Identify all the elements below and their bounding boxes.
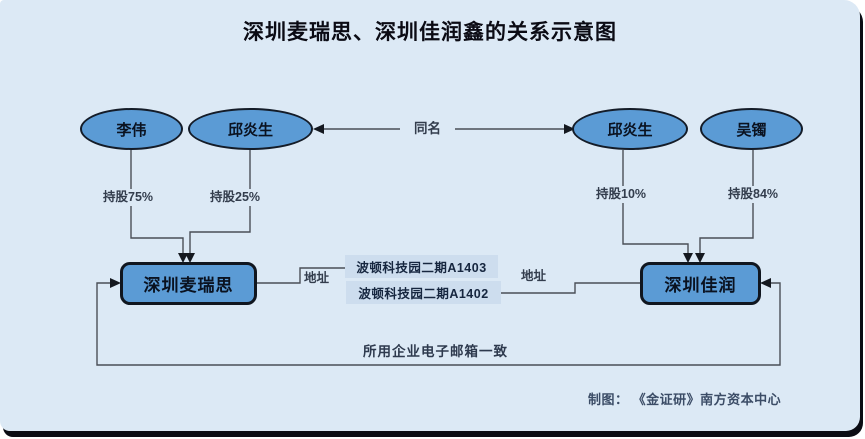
company-label: 深圳麦瑞思 (143, 276, 234, 295)
same-name-label: 同名 (400, 120, 455, 139)
diagram-card: 深圳麦瑞思、深圳佳润鑫的关系示意图 (0, 0, 860, 431)
person-label: 邱炎生 (607, 121, 653, 139)
person-label: 吴镯 (736, 121, 767, 139)
stake-label-84: 持股84% (725, 186, 782, 203)
stake-label-25: 持股25% (207, 189, 264, 206)
address-edge-label-left: 地址 (304, 271, 330, 285)
person-node-qiuyansheng-right: 邱炎生 (572, 108, 688, 150)
edge-address-right (500, 282, 640, 294)
address-label: 波顿科技园二期A1403 (356, 261, 487, 275)
stake-label-10: 持股10% (593, 186, 650, 203)
stake-label-75: 持股75% (100, 189, 157, 206)
person-node-liwei: 李伟 (80, 108, 183, 150)
address-label: 波顿科技园二期A1402 (358, 287, 489, 301)
address-node-a1403: 波顿科技园二期A1403 (345, 255, 498, 278)
shared-email-label: 所用企业电子邮箱一致 (363, 344, 508, 359)
address-node-a1402: 波顿科技园二期A1402 (346, 281, 501, 304)
person-node-wuzhuo: 吴镯 (700, 108, 803, 150)
credit-text: 制图： 《金证研》南方资本中心 (588, 392, 782, 407)
company-node-jiarun: 深圳佳润 (640, 262, 761, 305)
person-label: 李伟 (116, 121, 147, 139)
person-label: 邱炎生 (227, 121, 273, 139)
company-label: 深圳佳润 (664, 276, 737, 295)
edge-address-left (257, 267, 345, 284)
arrowhead-left-icon (313, 124, 324, 134)
person-node-qiuyansheng-left: 邱炎生 (188, 108, 313, 150)
address-edge-label-right: 地址 (521, 269, 547, 283)
arrowhead-left-icon (760, 278, 771, 288)
company-node-mairuisi: 深圳麦瑞思 (120, 262, 257, 305)
diagram-title: 深圳麦瑞思、深圳佳润鑫的关系示意图 (243, 21, 617, 44)
